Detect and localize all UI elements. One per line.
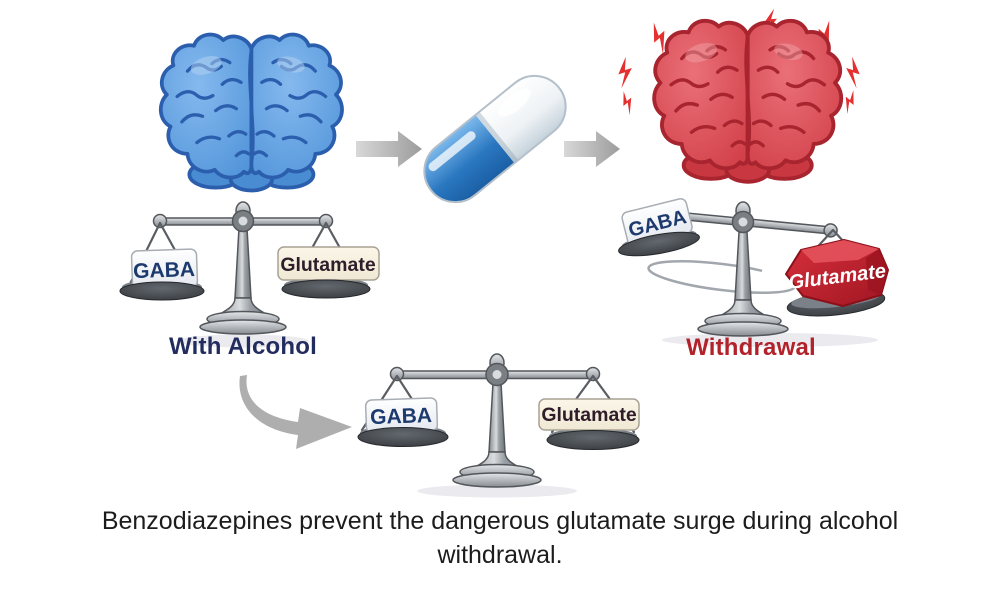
with-alcohol-label: With Alcohol	[169, 333, 317, 360]
arrow-right-icon	[564, 131, 620, 167]
gaba-card: GABA	[364, 397, 439, 434]
balance-scale-with-alcohol: GABA Glutamate	[119, 201, 380, 348]
balance-scale-withdrawal: GABA Glutamate	[618, 198, 889, 347]
curved-arrow-icon	[239, 375, 352, 449]
motion-swoosh	[647, 260, 797, 294]
caption-line-1: Benzodiazepines prevent the dangerous gl…	[101, 507, 899, 535]
gaba-card: GABA	[130, 248, 199, 290]
hyperexcited-brain-icon	[618, 8, 860, 184]
calm-brain-icon	[159, 32, 344, 193]
glutamate-card: Glutamate	[277, 246, 380, 281]
caption-line-2: withdrawal.	[437, 541, 563, 569]
glutamate-heavy-weight: Glutamate	[785, 239, 889, 307]
benzodiazepine-capsule-icon	[423, 74, 567, 204]
glutamate-label: Glutamate	[541, 404, 637, 426]
gaba-label: GABA	[133, 258, 196, 283]
balance-scale-benzodiazepine: GABA Glutamate	[357, 353, 640, 498]
gaba-label: GABA	[370, 404, 433, 429]
withdrawal-label: Withdrawal	[686, 334, 816, 361]
glutamate-card: Glutamate	[538, 398, 640, 431]
arrow-right-icon	[356, 131, 422, 167]
glutamate-label: Glutamate	[280, 254, 376, 276]
caption: Benzodiazepines prevent the dangerous gl…	[40, 504, 960, 572]
